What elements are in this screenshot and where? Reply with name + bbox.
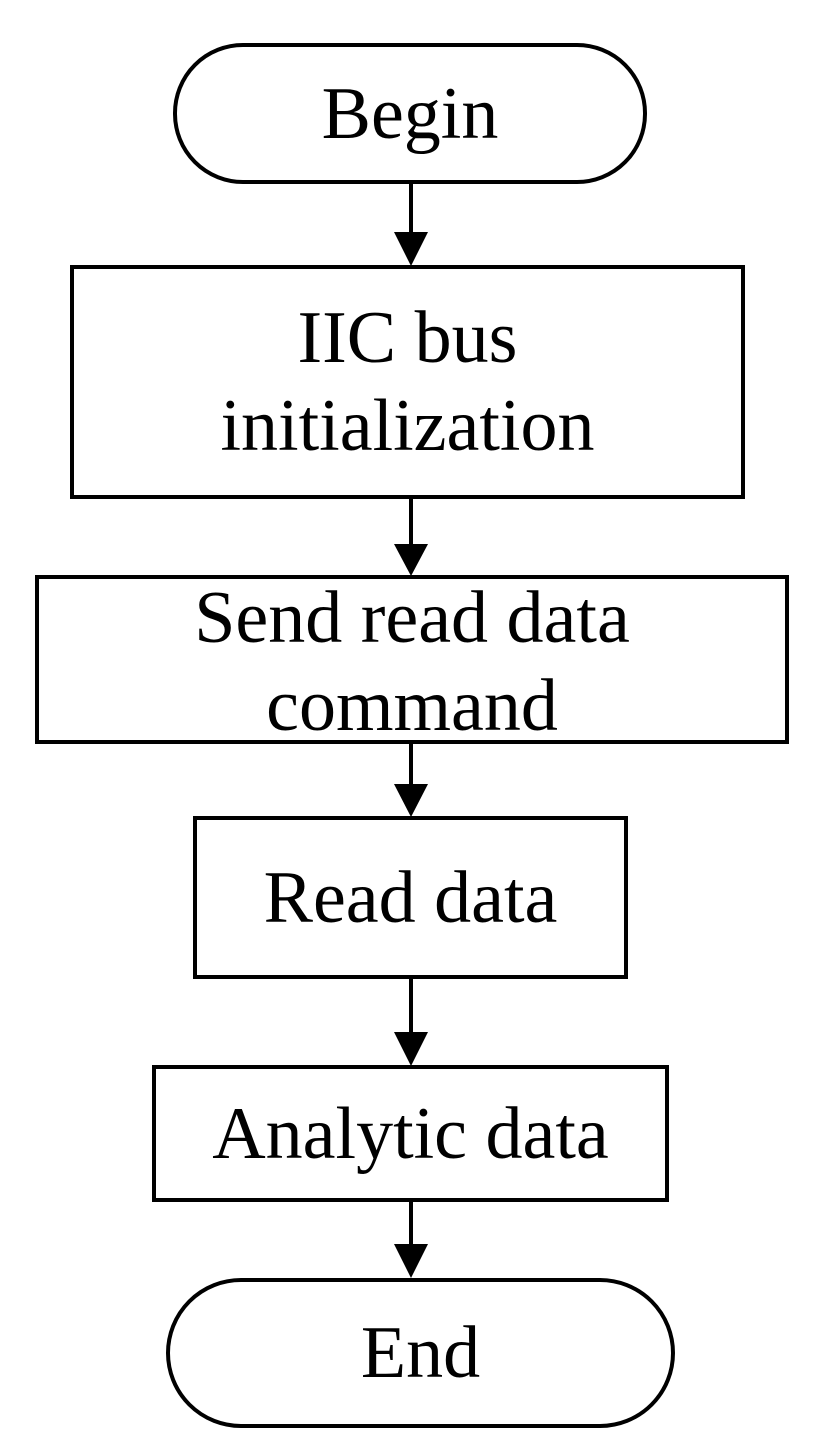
send-command-label-line-2: command xyxy=(266,665,558,747)
end-label: End xyxy=(168,1280,673,1426)
end-terminal-shape xyxy=(166,1278,675,1428)
iic-init-label-line-2: initialization xyxy=(220,385,595,467)
analytic-data-label-line: Analytic data xyxy=(212,1092,609,1175)
send-command-process-box xyxy=(35,575,789,744)
analytic-data-process-box xyxy=(152,1065,669,1202)
arrowhead-read-data-to-analytic-data xyxy=(394,1032,428,1066)
send-command-label-line-1: Send read data xyxy=(194,577,630,659)
begin-label: Begin xyxy=(175,45,645,182)
analytic-data-label: Analytic data xyxy=(154,1067,667,1200)
send-command-label: Send read data command xyxy=(37,577,787,747)
read-data-process-box xyxy=(193,816,628,979)
iic-init-label-line-1: IIC bus xyxy=(297,297,518,379)
begin-label-line: Begin xyxy=(321,72,499,155)
begin-terminal-shape xyxy=(173,43,647,184)
arrowhead-send-command-to-read-data xyxy=(394,784,428,817)
iic-init-label: IIC bus initialization xyxy=(72,267,743,497)
end-label-line: End xyxy=(360,1312,481,1394)
iic-init-process-box xyxy=(70,265,745,499)
read-data-label-line: Read data xyxy=(263,856,558,939)
arrowhead-analytic-data-to-end xyxy=(394,1244,428,1278)
read-data-label: Read data xyxy=(195,818,626,977)
arrowhead-iic-init-to-send-command xyxy=(394,544,428,576)
arrowhead-begin-to-iic-init xyxy=(394,232,428,266)
